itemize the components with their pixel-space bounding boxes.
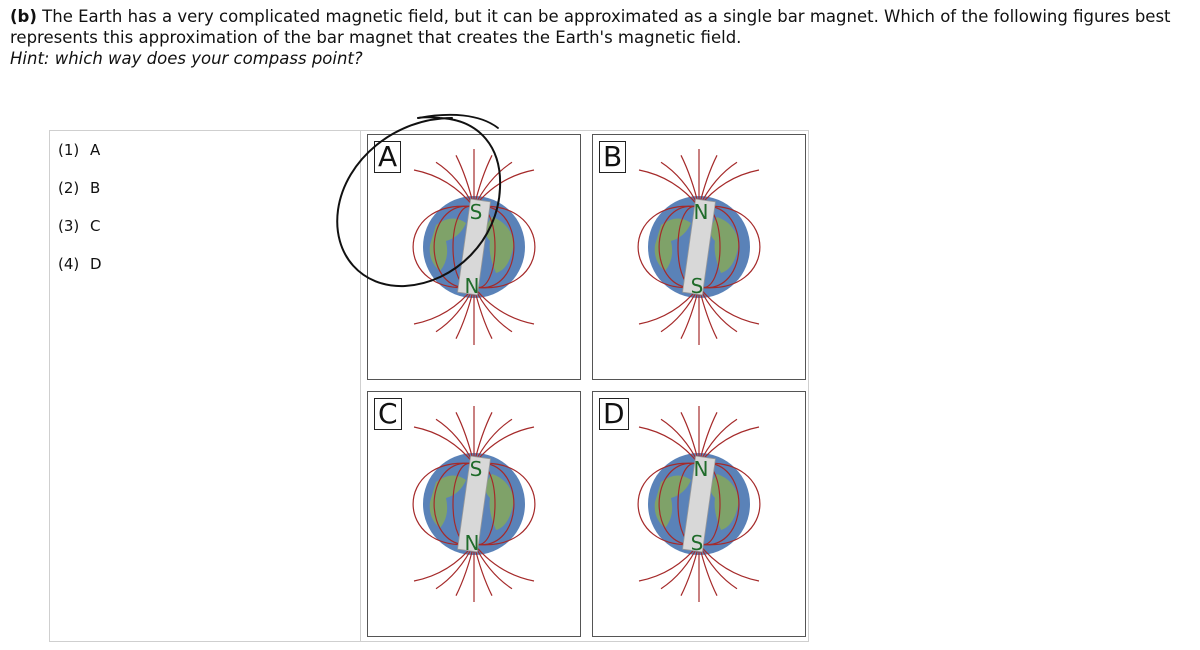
top-pole-label: S bbox=[470, 457, 483, 481]
field-line bbox=[658, 462, 700, 546]
earth-magnet-figure-d: NS bbox=[637, 406, 761, 602]
choice-list: (1)A (2)B (3)C (4)D bbox=[58, 140, 102, 292]
bottom-pole-label: N bbox=[465, 531, 480, 555]
question-hint: Hint: which way does your compass point? bbox=[10, 49, 363, 68]
figure-panel-a: S N A bbox=[367, 134, 581, 380]
field-line bbox=[698, 462, 740, 546]
bottom-pole-label: S bbox=[691, 531, 704, 555]
field-line bbox=[412, 462, 475, 546]
choice-4[interactable]: (4)D bbox=[58, 255, 102, 273]
field-line bbox=[698, 205, 740, 289]
panel-letter-c: C bbox=[374, 398, 402, 430]
earth-magnet-figure-c: SN bbox=[412, 406, 536, 602]
choice-1[interactable]: (1)A bbox=[58, 141, 101, 159]
field-line bbox=[638, 426, 700, 465]
field-line bbox=[473, 286, 535, 325]
circle-tail-stroke bbox=[417, 113, 499, 129]
field-line bbox=[637, 462, 700, 546]
continent-shape bbox=[429, 475, 466, 528]
top-pole-label: S bbox=[470, 200, 483, 224]
field-line bbox=[433, 462, 475, 546]
bottom-pole-label: S bbox=[691, 274, 704, 298]
choice-3[interactable]: (3)C bbox=[58, 217, 101, 235]
field-line bbox=[698, 286, 760, 325]
continent-shape bbox=[710, 217, 739, 273]
field-line bbox=[658, 205, 700, 289]
question-text: (b) The Earth has a very complicated mag… bbox=[10, 6, 1195, 69]
field-line bbox=[698, 205, 761, 289]
table-divider bbox=[360, 130, 361, 642]
bar-magnet bbox=[457, 455, 491, 553]
field-line bbox=[413, 426, 475, 465]
continent-shape bbox=[654, 475, 691, 528]
question-body: The Earth has a very complicated magneti… bbox=[10, 7, 1171, 47]
earth-magnet-figure-b: NS bbox=[637, 149, 761, 345]
top-pole-label: N bbox=[694, 457, 709, 481]
top-pole-label: N bbox=[694, 200, 709, 224]
field-line bbox=[637, 205, 700, 289]
field-line bbox=[473, 462, 536, 546]
field-line bbox=[638, 169, 700, 208]
field-line bbox=[698, 462, 761, 546]
panel-letter-b: B bbox=[599, 141, 627, 173]
bottom-pole-label: N bbox=[465, 274, 480, 298]
bar-magnet bbox=[682, 455, 716, 553]
field-line bbox=[473, 543, 535, 582]
continent-shape bbox=[710, 474, 739, 530]
continent-shape bbox=[654, 218, 691, 271]
panel-letter-a: A bbox=[374, 141, 402, 173]
continent-shape bbox=[485, 474, 514, 530]
field-line bbox=[473, 462, 515, 546]
question-prefix: (b) bbox=[10, 7, 37, 26]
choice-2[interactable]: (2)B bbox=[58, 179, 101, 197]
panel-letter-d: D bbox=[599, 398, 629, 430]
bar-magnet bbox=[682, 198, 716, 296]
field-line bbox=[698, 543, 760, 582]
